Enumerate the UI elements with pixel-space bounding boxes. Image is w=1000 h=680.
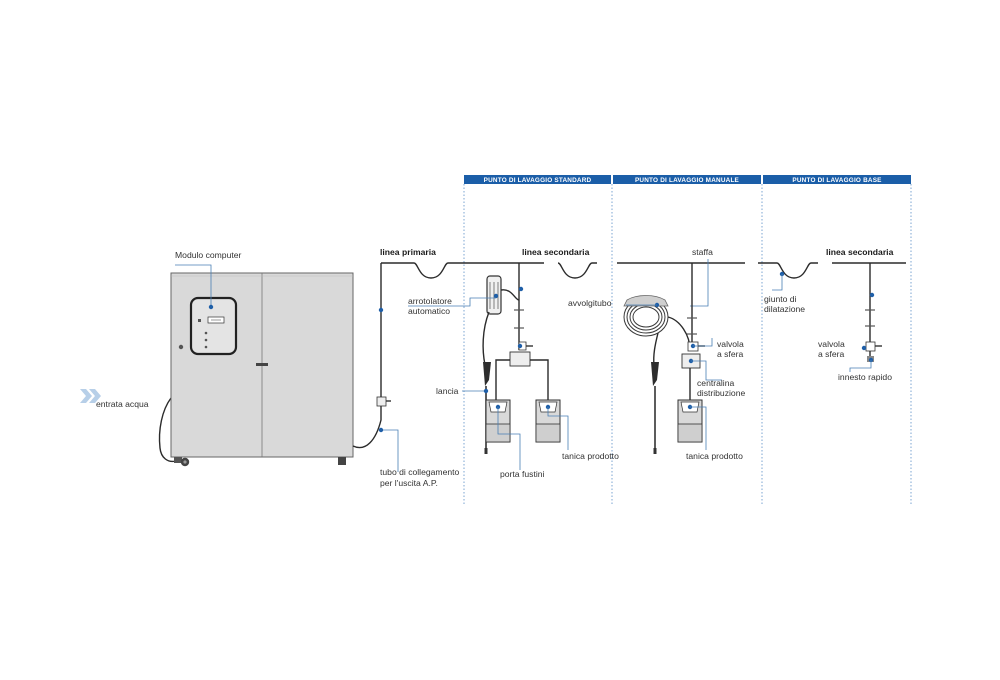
expansion-joint-pipe (758, 262, 818, 279)
hose-reel-icon (486, 275, 502, 315)
lancia-label: lancia (436, 386, 459, 396)
valvola-label-1b: a sfera (717, 349, 743, 359)
tanica-prodotto-label-2: tanica prodotto (686, 451, 743, 461)
outlet-hose (352, 404, 382, 449)
avvolgitubo-label: avvolgitubo (568, 298, 612, 308)
marker-dot (861, 345, 867, 351)
chevrons-icon (80, 389, 101, 403)
product-tank-icon (677, 399, 703, 443)
marker-dot (869, 292, 875, 298)
leader-line (497, 407, 521, 470)
centralina-label-2: distribuzione (697, 388, 745, 398)
leader-line (381, 429, 399, 472)
leader-line (693, 338, 713, 347)
section-header-base: PUNTO DI LAVAGGIO BASE (763, 175, 911, 184)
leader-line (547, 407, 569, 450)
hose-holder-icon (623, 295, 669, 307)
marker-dot (208, 304, 214, 310)
lance-hose (653, 332, 659, 366)
leader-line (691, 360, 722, 381)
marker-dot (483, 388, 489, 394)
porta-fustini-label: porta fustini (500, 469, 545, 479)
marker-dot (517, 343, 523, 349)
entrata-acqua-label: entrata acqua (96, 399, 149, 409)
staffa-label: staffa (692, 247, 713, 257)
computer-panel (189, 296, 238, 356)
inlet-hose (158, 397, 177, 463)
innesto-rapido-label: innesto rapido (838, 372, 892, 382)
fitting-icon (687, 317, 697, 335)
giunto-label-1: giunto di (764, 294, 797, 304)
arrotolatore-label-2: automatico (408, 306, 450, 316)
marker-dot (518, 286, 524, 292)
lance-icon (651, 362, 659, 454)
linea-secondaria-label: linea secondaria (522, 247, 590, 257)
header-bar (763, 175, 911, 184)
leader-line (690, 406, 707, 450)
header-bar (464, 175, 611, 184)
linea-secondaria-label-2: linea secondaria (826, 247, 894, 257)
section-title: PUNTO DI LAVAGGIO MANUALE (635, 177, 740, 184)
centralina-label-1: centralina (697, 378, 734, 388)
section-header-standard: PUNTO DI LAVAGGIO STANDARD (464, 175, 611, 184)
valvola-label-2b: a sfera (818, 349, 844, 359)
arrotolatore-label-1: arrotolatore (408, 296, 452, 306)
coil-feed (667, 316, 691, 351)
header-bar (613, 175, 761, 184)
fitting-icon (865, 309, 875, 327)
section-title: PUNTO DI LAVAGGIO BASE (792, 177, 882, 184)
fitting-icon (514, 309, 524, 329)
tanica-prodotto-label-1: tanica prodotto (562, 451, 619, 461)
primary-line-pipe (381, 262, 544, 279)
valvola-label-1a: valvola (717, 339, 744, 349)
leader-line (690, 259, 709, 307)
outlet-valve-icon (376, 396, 391, 407)
valvola-label-2a: valvola (818, 339, 845, 349)
leader-line (408, 297, 496, 307)
marker-dot (378, 307, 384, 313)
reel-hose (500, 289, 520, 301)
tubo-label-1: tubo di collegamento (380, 467, 460, 477)
marker-dot (493, 293, 499, 299)
tubo-label-2: per l'uscita A.P. (380, 478, 438, 488)
leader-line (849, 360, 872, 372)
lance-hose (482, 311, 490, 366)
expansion-loop-pipe (557, 262, 597, 279)
feed-tube (495, 359, 510, 400)
section-title: PUNTO DI LAVAGGIO STANDARD (484, 177, 592, 184)
giunto-label-2: dilatazione (764, 304, 805, 314)
section-header-manuale: PUNTO DI LAVAGGIO MANUALE (613, 175, 761, 184)
feed-tube (530, 359, 549, 400)
valve-icon (687, 341, 705, 352)
linea-primaria-label: linea primaria (380, 247, 436, 257)
leader-line (772, 274, 783, 291)
modulo-computer-label: Modulo computer (175, 250, 242, 260)
leader-line (175, 264, 212, 307)
valve-icon (865, 341, 882, 352)
marker-dot (378, 427, 384, 433)
